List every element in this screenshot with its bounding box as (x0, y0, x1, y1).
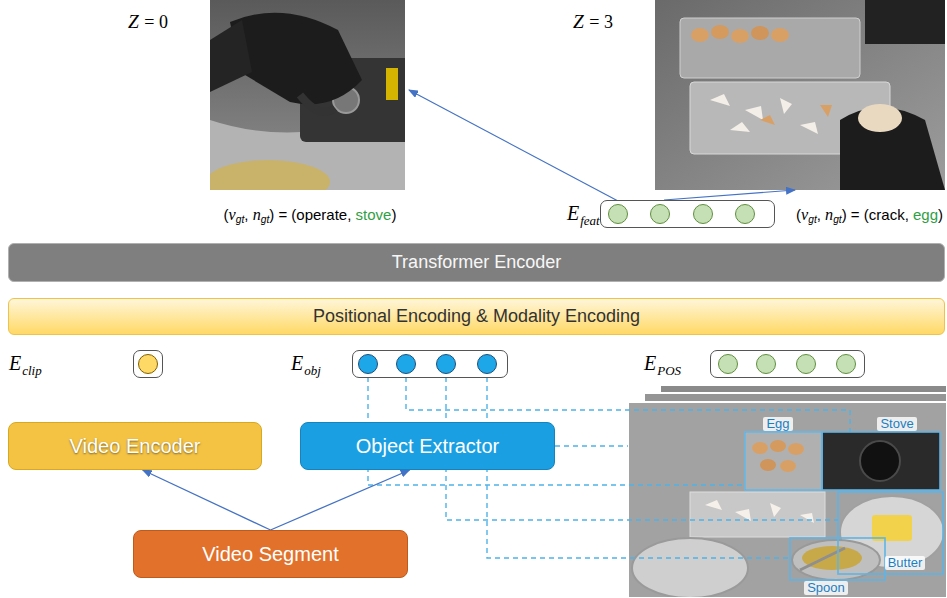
token-symbol: E (644, 352, 656, 374)
token-circle (796, 354, 816, 374)
label-part: Z (128, 11, 139, 32)
label-part: stove (356, 206, 392, 223)
label-part: ) = (crack, (842, 206, 913, 223)
token-name: EPOS (644, 353, 681, 373)
token-circle (396, 354, 416, 374)
object-token-row: Eobj (352, 350, 508, 378)
label-part: Butter (888, 555, 923, 570)
label-part: gt (808, 214, 817, 225)
box-label: Positional Encoding & Modality Encoding (313, 306, 640, 327)
label-part: ) (391, 206, 396, 223)
pos-token-row: EPOS (710, 350, 865, 378)
annotation: Z= 0 (128, 11, 168, 33)
token-subscript: clip (22, 363, 42, 378)
label-part: ( (224, 206, 229, 223)
label-part: Z (573, 11, 584, 32)
label-part: v (801, 206, 808, 224)
object-label: Spoon (804, 581, 848, 596)
label-part: = 3 (589, 12, 613, 32)
frame-stack (628, 385, 947, 598)
object-label: Stove (877, 417, 916, 432)
annotation: (vgt, ngt) = (crack, egg) (796, 206, 943, 225)
annotation: (vgt, ngt) = (operate, stove) (224, 206, 397, 225)
label-part: , (817, 206, 825, 223)
label-part: = 0 (144, 12, 168, 32)
label-part: n (825, 206, 833, 224)
object-extractor-box: Object Extractor (300, 422, 555, 470)
token-circle (436, 354, 456, 374)
label-part: egg (913, 206, 938, 223)
token-circle (608, 204, 628, 224)
token-name: Eobj (291, 353, 321, 373)
object-label: Egg (763, 417, 792, 432)
label-part: n (253, 206, 261, 224)
label-part: v (229, 206, 236, 224)
token-symbol: E (567, 202, 579, 224)
label-part: Spoon (807, 580, 845, 595)
video-encoder-box: Video Encoder (8, 422, 262, 470)
label-part: Stove (880, 416, 913, 431)
label-part: ) (938, 206, 943, 223)
feature-pointers (409, 90, 795, 201)
label-part: , (244, 206, 252, 223)
label-part: Egg (766, 416, 789, 431)
box-label: Transformer Encoder (392, 252, 561, 273)
token-circle (650, 204, 670, 224)
token-symbol: E (9, 352, 21, 374)
box-label: Video Encoder (70, 435, 201, 458)
encoding-band: Positional Encoding & Modality Encoding (8, 298, 945, 335)
box-label: Object Extractor (356, 435, 499, 458)
annotation: Z= 3 (573, 11, 613, 33)
token-name: Efeat (567, 203, 600, 223)
token-symbol: E (291, 352, 303, 374)
token-circle (718, 354, 738, 374)
token-name: Eclip (9, 353, 42, 373)
feature-token-row: Efeat (600, 200, 775, 228)
token-circle (693, 204, 713, 224)
connector-arrow (143, 470, 271, 530)
token-circle (477, 354, 497, 374)
label-part: ( (796, 206, 801, 223)
label-part: ) = (operate, (269, 206, 355, 223)
connector-arrow (271, 470, 410, 530)
label-part: gt (833, 214, 842, 225)
token-subscript: feat (580, 213, 600, 228)
token-circle (735, 204, 755, 224)
box-label: Video Segment (202, 543, 338, 566)
frame-photo-left (210, 0, 405, 190)
token-subscript: POS (657, 363, 681, 378)
token-subscript: obj (304, 363, 321, 378)
object-label: Butter (885, 556, 926, 571)
clip-token-row: Eclip (133, 350, 163, 378)
token-circle (358, 354, 378, 374)
token-circle (836, 354, 856, 374)
label-part: gt (236, 214, 245, 225)
transformer-encoder-band: Transformer Encoder (8, 243, 945, 282)
token-circle (756, 354, 776, 374)
label-part: gt (261, 214, 270, 225)
frame-photo-right (655, 0, 945, 190)
token-circle (138, 354, 158, 374)
video-segment-box: Video Segment (133, 530, 408, 578)
